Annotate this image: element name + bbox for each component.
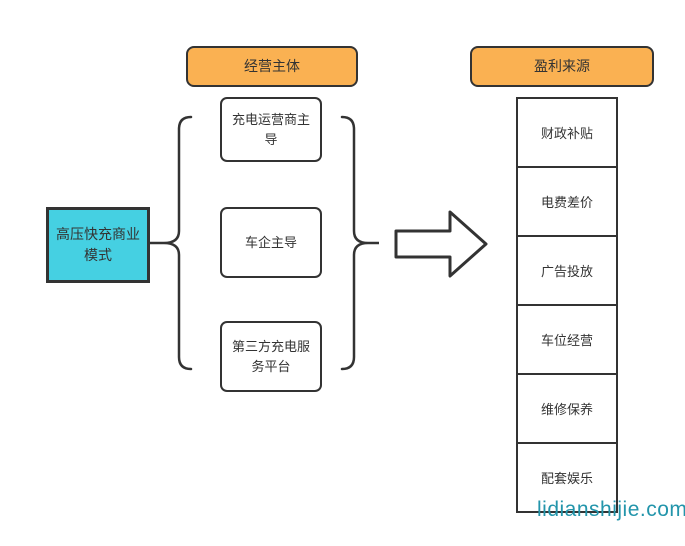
- right-brace: [340, 115, 369, 371]
- node-hv-fast-charging-business-model: 高压快充商业模式: [46, 207, 150, 283]
- cell-label: 财政补贴: [540, 126, 593, 141]
- cell-label: 维修保养: [540, 402, 593, 417]
- node-label: 车企主导: [244, 234, 297, 250]
- node-label: 高压快充商业模式: [56, 226, 140, 263]
- header-profit-sources: 盈利来源: [470, 46, 654, 87]
- cell-fiscal-subsidy: 财政补贴: [518, 99, 616, 166]
- cell-maintenance: 维修保养: [518, 373, 616, 442]
- right-block-arrow-icon: [394, 210, 488, 278]
- node-label: 充电运营商主导: [231, 112, 310, 147]
- node-automaker-led: 车企主导: [220, 207, 322, 278]
- header-label: 盈利来源: [534, 58, 590, 74]
- node-label: 第三方充电服务平台: [231, 339, 310, 374]
- header-operating-entities: 经营主体: [186, 46, 358, 87]
- left-brace: [163, 115, 193, 371]
- watermark-text: lidianshijie.com: [537, 498, 685, 521]
- cell-label: 配套娱乐: [540, 471, 593, 486]
- cell-label: 车位经营: [540, 333, 593, 348]
- cell-advertising: 广告投放: [518, 235, 616, 304]
- node-charging-operator-led: 充电运营商主导: [220, 97, 322, 162]
- cell-label: 电费差价: [540, 195, 593, 210]
- node-third-party-charging-platform: 第三方充电服务平台: [220, 321, 322, 392]
- header-label: 经营主体: [244, 58, 300, 74]
- cell-label: 广告投放: [540, 264, 593, 279]
- cell-entertainment: 配套娱乐: [518, 442, 616, 511]
- cell-electricity-price-margin: 电费差价: [518, 166, 616, 235]
- cell-parking-operation: 车位经营: [518, 304, 616, 373]
- profit-sources-list: 财政补贴 电费差价 广告投放 车位经营 维修保养 配套娱乐: [516, 97, 618, 513]
